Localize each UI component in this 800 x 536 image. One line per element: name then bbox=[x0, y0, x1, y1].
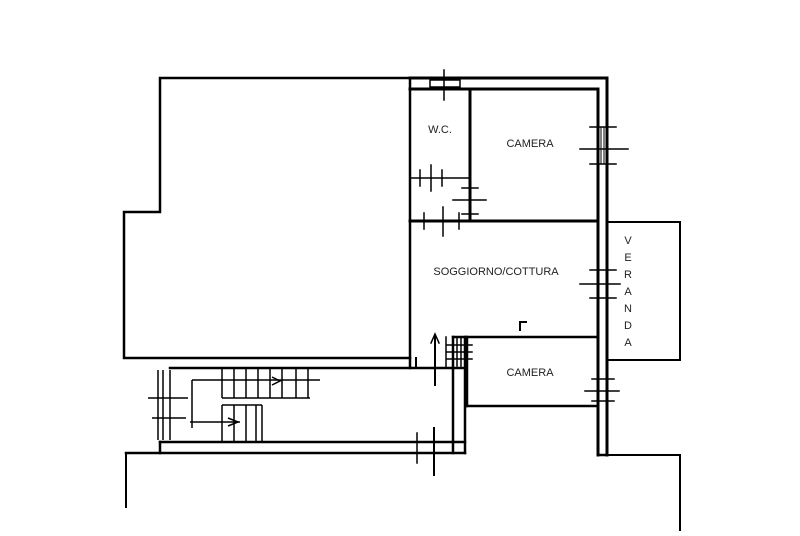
veranda-letter: D bbox=[624, 320, 632, 332]
veranda-letter: R bbox=[624, 269, 632, 281]
staircase bbox=[148, 368, 320, 442]
window-camera-top bbox=[579, 126, 629, 165]
veranda-letter: E bbox=[624, 252, 631, 264]
window-soggiorno bbox=[579, 269, 621, 299]
room-label-wc: W.C. bbox=[428, 124, 452, 136]
veranda-letter: A bbox=[624, 337, 632, 349]
room-label-soggiorno: SOGGIORNO/COTTURA bbox=[433, 266, 559, 278]
window-camera-bottom bbox=[584, 378, 620, 402]
veranda-letter: N bbox=[624, 303, 632, 315]
wall-left-block bbox=[122, 76, 412, 360]
veranda-letter: V bbox=[624, 235, 632, 247]
room-label-camera-top: CAMERA bbox=[506, 138, 554, 150]
window-top bbox=[429, 79, 461, 88]
room-label-camera-bottom: CAMERA bbox=[506, 367, 554, 379]
room-label-veranda: V E R A N D A bbox=[624, 235, 632, 349]
wall-stub bbox=[519, 321, 527, 331]
veranda-letter: A bbox=[624, 286, 632, 298]
veranda bbox=[606, 221, 681, 361]
entrance-arrow-icon bbox=[430, 332, 440, 386]
